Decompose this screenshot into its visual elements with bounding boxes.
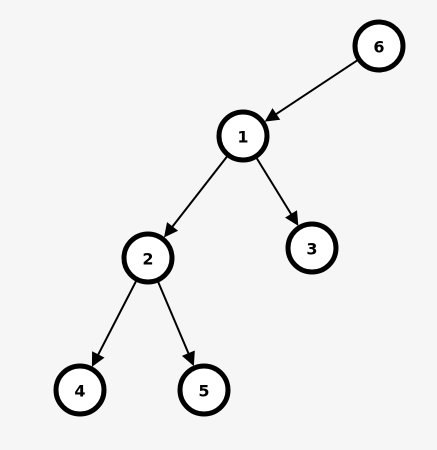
edge-line xyxy=(156,280,191,356)
edge-line xyxy=(96,279,138,357)
arrowhead xyxy=(181,350,195,367)
edges-group xyxy=(91,58,359,367)
arrowhead xyxy=(264,108,281,122)
arrowhead xyxy=(163,222,179,238)
node-1: 1 xyxy=(216,109,270,163)
node-circle xyxy=(53,363,107,417)
node-circle xyxy=(352,19,406,73)
node-circle xyxy=(177,363,231,417)
edge-6-1 xyxy=(264,58,359,122)
node-3: 3 xyxy=(285,221,339,275)
arrowhead xyxy=(285,210,299,226)
edge-line xyxy=(274,58,359,116)
node-label: 1 xyxy=(237,128,248,147)
node-circle xyxy=(216,109,270,163)
node-circle xyxy=(121,231,175,285)
node-4: 4 xyxy=(53,363,107,417)
edge-1-3 xyxy=(255,156,299,226)
node-label: 6 xyxy=(373,38,384,57)
node-2: 2 xyxy=(121,231,175,285)
edge-2-5 xyxy=(156,280,195,367)
node-6: 6 xyxy=(352,19,406,73)
node-label: 3 xyxy=(306,240,317,259)
node-label: 2 xyxy=(142,250,153,269)
arrowhead xyxy=(91,351,105,367)
edge-1-2 xyxy=(163,155,229,238)
edge-2-4 xyxy=(91,279,138,367)
node-label: 5 xyxy=(198,382,209,401)
edge-line xyxy=(170,155,229,229)
nodes-group: 6 1 2 3 4 5 xyxy=(53,19,406,417)
node-circle xyxy=(285,221,339,275)
node-5: 5 xyxy=(177,363,231,417)
edge-line xyxy=(255,156,293,217)
node-label: 4 xyxy=(74,382,85,401)
